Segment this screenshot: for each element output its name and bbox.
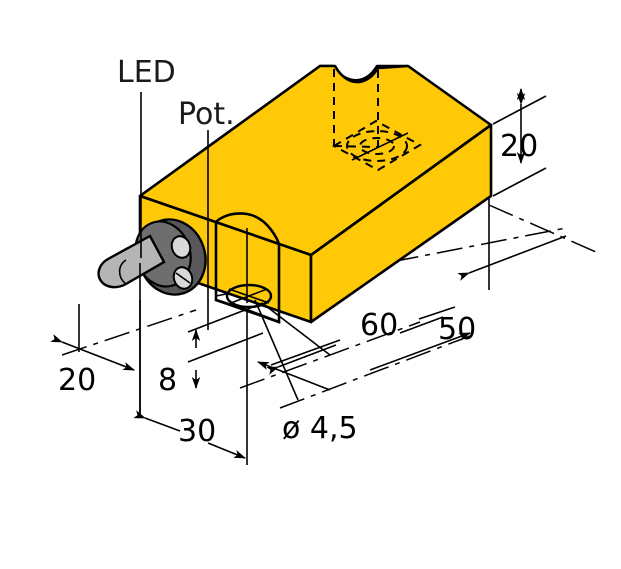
dimension-value-length-60: 60 — [360, 308, 398, 343]
dimension-value-length-50: 50 — [438, 312, 476, 347]
body-top-face-main — [138, 64, 493, 257]
dimension-front-width: 30 — [133, 300, 248, 465]
dimension-height-right: 20 — [492, 88, 547, 197]
front-mounting-recess — [214, 212, 281, 324]
recess-ledge-left — [214, 298, 249, 312]
cable-stub — [97, 234, 166, 289]
dimension-value-hole-offset: 8 — [158, 363, 177, 398]
callout-label-pot: Pot. — [178, 97, 235, 132]
dimension-length-60: 60 — [266, 306, 456, 375]
callout-leaders — [140, 92, 209, 330]
led-window-lower-split — [175, 272, 191, 284]
cable-end-ellipse — [118, 259, 127, 285]
hole-cross-line-b — [230, 288, 268, 304]
dimension-value-hole-diameter: ø 4,5 — [282, 411, 358, 446]
sensor-body — [138, 64, 493, 324]
dimension-value-height-right: 20 — [500, 129, 538, 164]
dimension-length-50: 50 — [369, 196, 567, 371]
dimension-value-width-left: 20 — [58, 363, 96, 398]
hidden-hole-center-line — [351, 132, 409, 161]
dimension-value-front-width: 30 — [178, 414, 216, 449]
callout-label-led: LED — [117, 55, 176, 90]
hole-diameter-leader — [254, 299, 299, 401]
dimension-width-left: 20 — [50, 263, 141, 415]
hidden-hole-group — [331, 69, 423, 172]
front-through-hole — [225, 283, 273, 309]
dimension-hole-diameter: ø 4,5 — [254, 299, 358, 446]
hole-dimension-arrow-left — [257, 361, 331, 391]
body-top-side-crease — [309, 123, 493, 257]
led-window-upper — [170, 235, 192, 259]
recess-ledge-right — [245, 308, 281, 324]
dimension-hole-offset: 8 — [158, 302, 264, 398]
hole-diameter-arrow-line — [261, 302, 331, 356]
